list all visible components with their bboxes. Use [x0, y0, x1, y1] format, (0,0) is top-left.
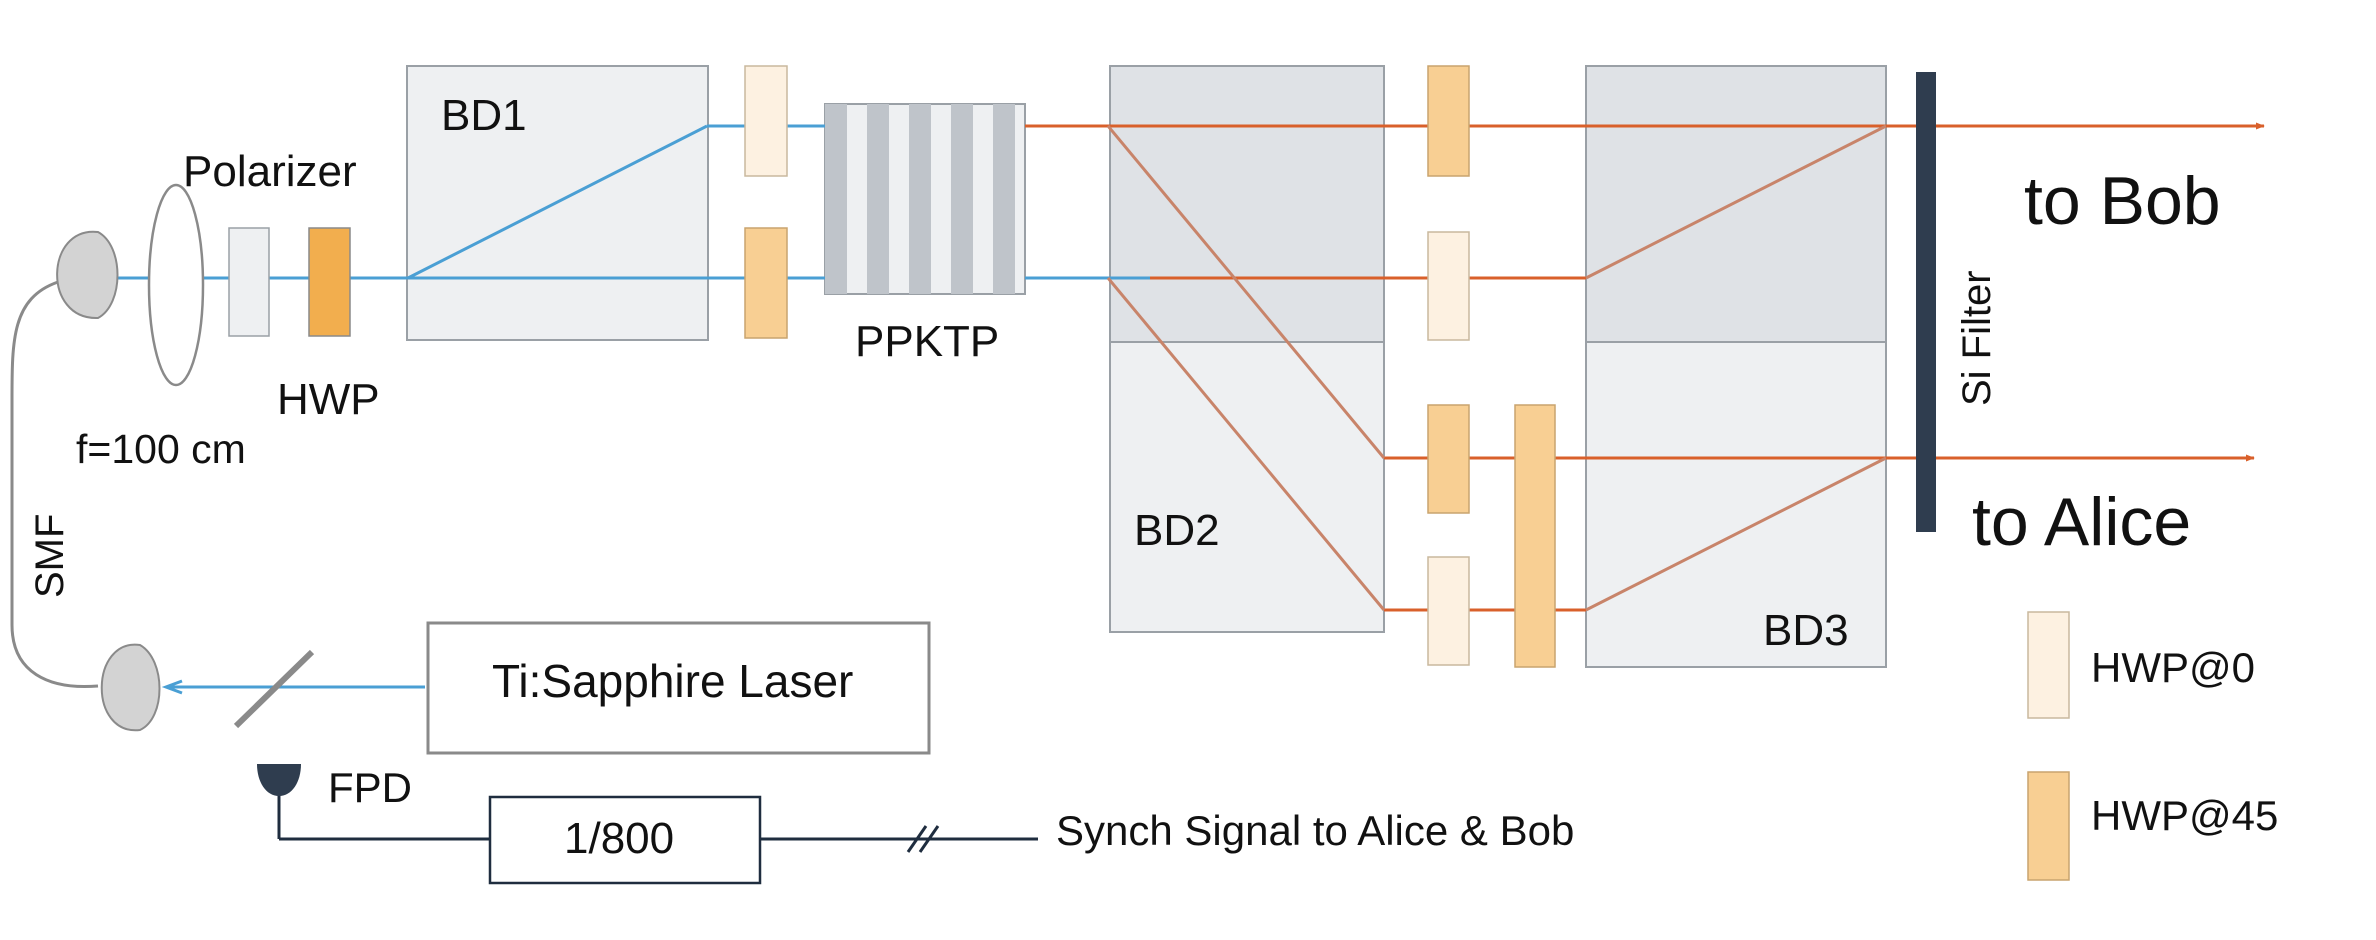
divider-label: 1/800 — [564, 814, 674, 863]
bd2-label: BD2 — [1134, 506, 1220, 555]
fast-photodiode — [257, 764, 301, 796]
smf-label: SMF — [28, 514, 72, 598]
legend-swatch-hwp0 — [2027, 611, 2070, 719]
bd2-block-upper — [1109, 65, 1385, 343]
lens — [147, 183, 205, 387]
ppktp-label: PPKTP — [855, 317, 999, 366]
electrical-path — [277, 795, 1038, 853]
to-bob-label: to Bob — [2024, 163, 2221, 239]
laser-box — [426, 621, 931, 755]
ppktp-crystal — [824, 103, 1026, 295]
hwp-mid-2-at0 — [1427, 231, 1470, 341]
bd2-block-lower — [1109, 341, 1385, 633]
si-filter-plate — [1916, 72, 1936, 532]
hwp-mid-3-at45 — [1427, 404, 1470, 514]
legend-hwp45-label: HWP@45 — [2091, 792, 2278, 839]
laser-label: Ti:Sapphire Laser — [492, 655, 853, 707]
polarizer-element — [228, 227, 270, 337]
fiber-coupler-top — [56, 230, 119, 320]
hwp-tall-at45 — [1514, 404, 1556, 668]
bd3-block-upper — [1585, 65, 1887, 343]
divider-box — [488, 795, 762, 885]
to-alice-label: to Alice — [1972, 484, 2191, 560]
synch-signal-label: Synch Signal to Alice & Bob — [1056, 807, 1574, 854]
hwp-input — [308, 227, 351, 337]
bd3-label: BD3 — [1763, 606, 1849, 655]
hwp-label: HWP — [277, 375, 380, 424]
si-filter-label: Si Filter — [1955, 270, 1999, 406]
polarizer-label: Polarizer — [183, 147, 357, 196]
bd1-label: BD1 — [441, 91, 527, 140]
fiber-coupler-bottom — [100, 643, 161, 732]
focal-length-label: f=100 cm — [76, 426, 246, 472]
hwp-bd1-lower-at45 — [744, 227, 788, 339]
hwp-mid-4-at0 — [1427, 556, 1470, 666]
pickoff-mirror — [233, 649, 315, 729]
smf-fiber — [10, 280, 99, 689]
legend-hwp0-label: HWP@0 — [2091, 644, 2255, 691]
fpd-label: FPD — [328, 764, 412, 811]
hwp-bd1-upper-at0 — [744, 65, 788, 177]
bd3-block-lower — [1585, 341, 1887, 668]
hwp-mid-1-at45 — [1427, 65, 1470, 177]
legend-swatch-hwp45 — [2027, 771, 2070, 881]
